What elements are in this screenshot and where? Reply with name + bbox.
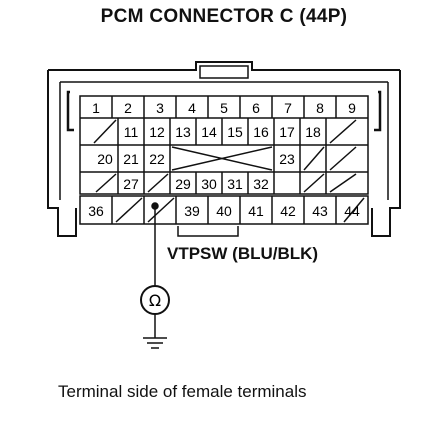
pin-label: 32	[253, 176, 269, 192]
pin-label: 8	[316, 100, 324, 116]
pin-label: 16	[253, 124, 269, 140]
pin-label: 15	[227, 124, 243, 140]
pin-label: 42	[280, 203, 296, 219]
pin-label: 12	[149, 124, 165, 140]
pin-label: 14	[201, 124, 217, 140]
pin-label: 3	[156, 100, 164, 116]
pin-label: 29	[175, 176, 191, 192]
pin-label: 23	[279, 151, 295, 167]
pin-label: 31	[227, 176, 243, 192]
pin-label: 17	[279, 124, 295, 140]
pin-label: 36	[88, 203, 104, 219]
pin-label: 4	[188, 100, 196, 116]
ohm-symbol: Ω	[149, 291, 161, 310]
pin-labels: 1 2 3 4 5 6 7 8 9 11 12 13 14 15 16 17 1…	[88, 100, 360, 219]
empty-cavity-marks	[93, 119, 365, 223]
ohmmeter-icon: Ω	[140, 285, 170, 315]
pin-label: 41	[248, 203, 264, 219]
pin-label: 30	[201, 176, 217, 192]
pin-label: 5	[220, 100, 228, 116]
pin-label: 11	[124, 124, 139, 140]
pin-label: 20	[97, 151, 113, 167]
pin-label: 2	[124, 100, 132, 116]
pin-label: 22	[149, 151, 165, 167]
pin-label: 9	[348, 100, 356, 116]
pin-label: 13	[175, 124, 191, 140]
ground-icon	[143, 314, 167, 349]
pin-label: 1	[92, 100, 100, 116]
diagram-title: PCM CONNECTOR C (44P)	[100, 6, 348, 27]
diagram-caption: Terminal side of female terminals	[58, 382, 307, 401]
pin-label: 43	[312, 203, 328, 219]
test-probe-wire	[151, 202, 159, 286]
pin-label: 21	[123, 151, 139, 167]
pin-label: 27	[123, 176, 139, 192]
pin-label: 44	[344, 203, 360, 219]
pin-label: 6	[252, 100, 260, 116]
pin-label: 7	[284, 100, 292, 116]
connector-housing	[47, 61, 401, 237]
pin-label: 18	[305, 124, 321, 140]
pin-label: 40	[216, 203, 232, 219]
wire-label: VTPSW (BLU/BLK)	[167, 244, 319, 263]
pin-grid	[79, 95, 369, 225]
pin-label: 39	[184, 203, 200, 219]
